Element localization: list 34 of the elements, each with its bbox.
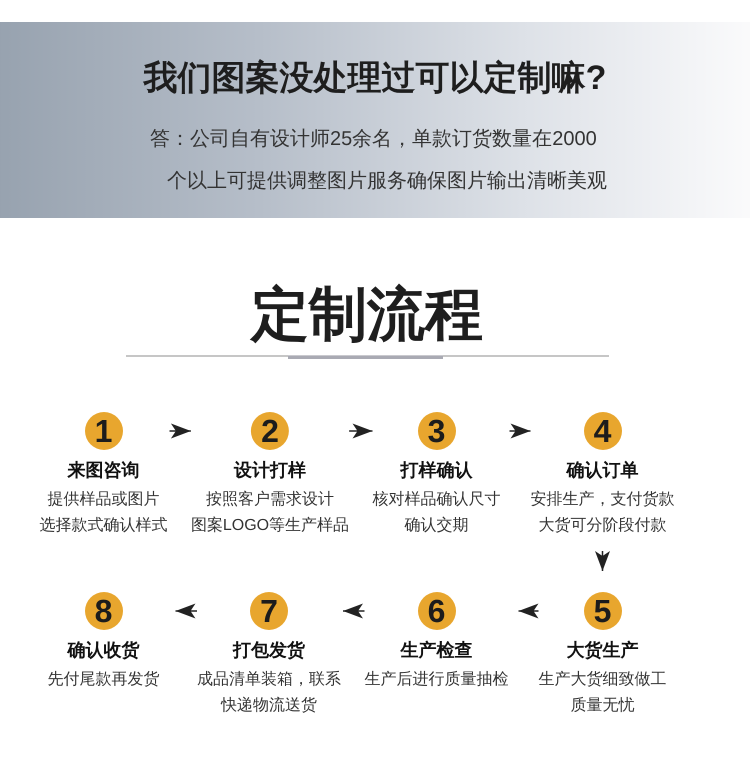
step-title: 生产检查: [399, 639, 474, 662]
step-description: 安排生产，支付货款大货可分阶段付款: [530, 490, 674, 536]
number-circle: 2: [251, 412, 289, 450]
arrow: [343, 604, 364, 618]
arrow: [518, 604, 538, 618]
arrow: [595, 551, 610, 571]
step-description: 生产后进行质量抽检: [364, 670, 508, 690]
number-circle: 1: [84, 412, 122, 450]
question-heading: 我们图案没处理过可以定制嘛?: [144, 58, 606, 99]
step-description: 先付尾款再发货: [48, 670, 160, 690]
step-title: 确认收货: [66, 639, 140, 662]
number-circle: 6: [418, 592, 456, 630]
number-circle: 4: [584, 412, 622, 450]
number-circle: 3: [418, 412, 456, 450]
section-title: 定制流程: [251, 281, 483, 349]
step-title: 大货生产: [566, 639, 640, 662]
arrow: [176, 604, 197, 618]
step-title: 打样确认: [399, 459, 474, 482]
step-description: 成品清单装箱，联系快递物流送货: [197, 670, 341, 716]
arrow: [510, 424, 530, 438]
step-title: 打包发货: [232, 639, 306, 662]
step-title: 设计打样: [232, 459, 307, 482]
number-circle: 8: [84, 592, 122, 630]
number-circle: 7: [250, 592, 288, 630]
step-title: 确认订单: [565, 459, 640, 482]
arrow: [170, 424, 191, 438]
step-description: 提供样品或图片选择款式确认样式: [40, 490, 168, 536]
step-title: 来图咨询: [66, 459, 140, 482]
answer-text: 答：公司自有设计师25余名，单款订货数量在2000个以上可提供调整图片服务确保图片输出清晰美观: [150, 127, 607, 194]
step-description: 按照客户需求设计图案LOGO等生产样品: [190, 490, 350, 536]
step-description: 核对样品确认尺寸确认交期: [372, 490, 500, 536]
step-description: 生产大货细致做工质量无忧: [538, 670, 666, 716]
number-circle: 5: [584, 592, 622, 630]
arrow: [349, 424, 372, 438]
